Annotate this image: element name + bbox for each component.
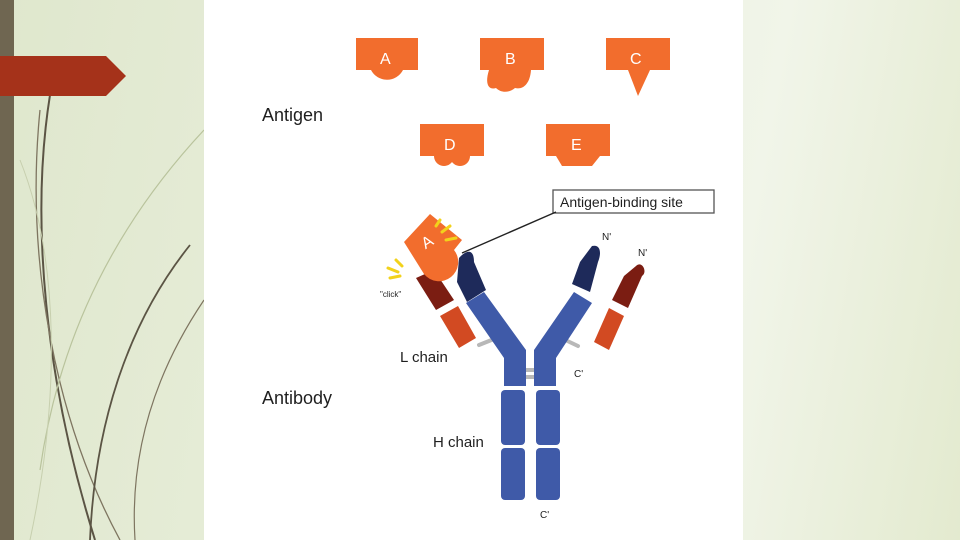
antigen-shape-b: B <box>480 38 544 92</box>
heavy-chain-left <box>466 292 526 500</box>
antigen-letter-d: D <box>444 137 456 154</box>
bound-antigen-a: A <box>404 214 462 282</box>
h-chain-label: H chain <box>433 434 484 451</box>
light-chain-right <box>594 264 645 350</box>
antigen-shape-a: A <box>356 38 418 80</box>
antigen-label: Antigen <box>262 105 323 125</box>
decorative-curves <box>19 94 204 540</box>
slide-arrow-marker <box>0 56 126 96</box>
click-label: "click" <box>380 290 401 299</box>
l-chain-label: L chain <box>400 349 448 366</box>
variable-heavy-right <box>572 245 600 292</box>
antigen-shape-c: C <box>606 38 670 96</box>
binding-site-label: Antigen-binding site <box>560 194 683 210</box>
light-chain-left <box>416 270 476 348</box>
antigen-letter-b: B <box>505 51 516 68</box>
antibody-label: Antibody <box>262 388 332 408</box>
antibody-antigen-diagram: Antigen Antibody A B C D E <box>262 38 715 521</box>
antigen-letter-a: A <box>380 51 391 68</box>
variable-heavy-left <box>457 251 486 302</box>
antigen-shape-d: D <box>420 124 484 167</box>
binding-site-callout: Antigen-binding site <box>461 189 715 254</box>
antigen-letter-c: C <box>630 51 642 68</box>
click-sparks <box>386 218 458 280</box>
figure-panel: Antigen Antibody A B C D E <box>204 0 743 540</box>
c-terminus-label-2: C' <box>540 510 549 521</box>
n-terminus-label-2: N' <box>638 248 647 259</box>
c-terminus-label-1: C' <box>574 369 583 380</box>
slide-left-bar <box>0 0 14 540</box>
antigen-shape-e: E <box>546 124 610 166</box>
n-terminus-label-1: N' <box>602 232 611 243</box>
antigen-letter-e: E <box>571 137 582 154</box>
heavy-chain-right <box>534 292 592 500</box>
